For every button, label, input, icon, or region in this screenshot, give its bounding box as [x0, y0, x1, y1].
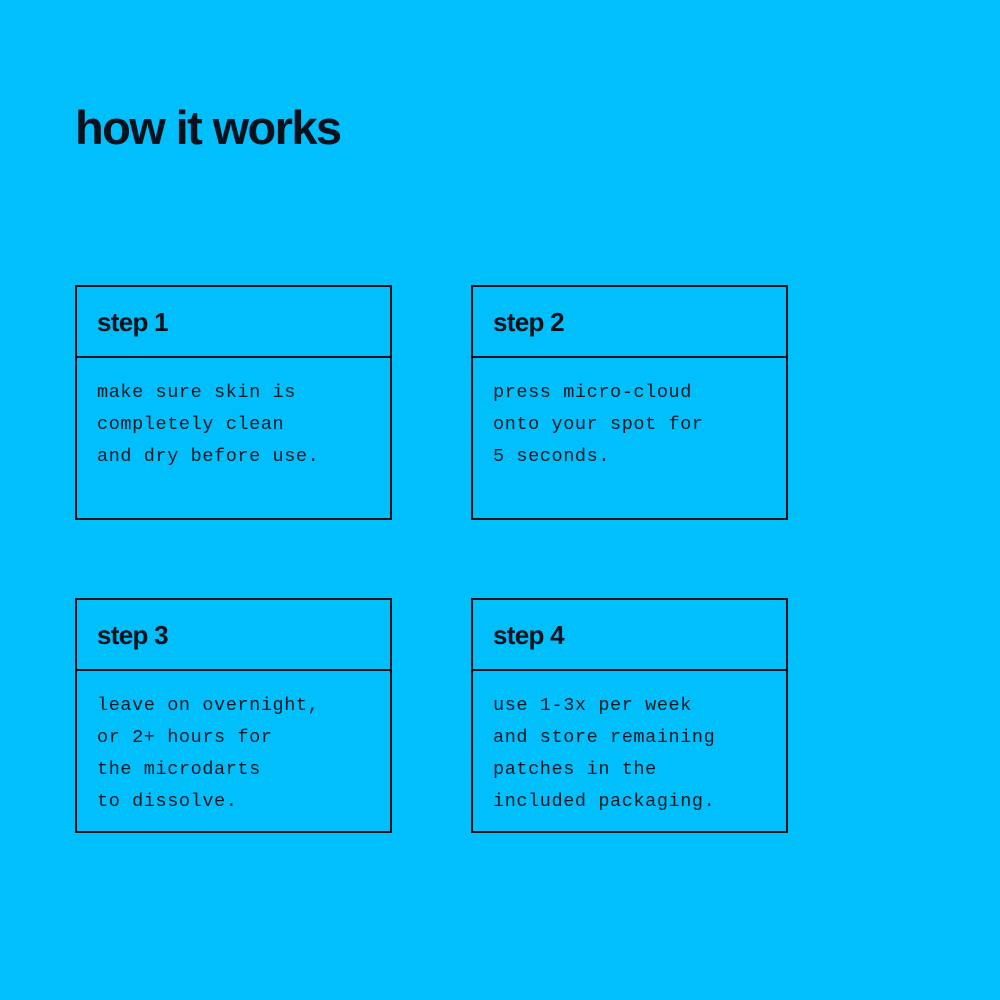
step-card-1-header: step 1: [77, 287, 390, 358]
step-card-3-label: step 3: [97, 619, 169, 650]
step-card-4-header: step 4: [473, 600, 786, 671]
step-card-4: step 4 use 1-3x per week and store remai…: [471, 598, 788, 833]
page-title: how it works: [75, 101, 342, 154]
step-card-4-text: use 1-3x per week and store remaining pa…: [493, 695, 716, 812]
step-card-2-label: step 2: [493, 306, 565, 337]
step-card-1: step 1 make sure skin is completely clea…: [75, 285, 392, 520]
steps-grid: step 1 make sure skin is completely clea…: [75, 285, 788, 833]
step-card-4-label: step 4: [493, 619, 565, 650]
step-card-2: step 2 press micro-cloud onto your spot …: [471, 285, 788, 520]
step-card-1-label: step 1: [97, 306, 169, 337]
step-card-3-text: leave on overnight, or 2+ hours for the …: [97, 695, 320, 812]
step-card-3-body: leave on overnight, or 2+ hours for the …: [77, 671, 390, 831]
step-card-2-body: press micro-cloud onto your spot for 5 s…: [473, 358, 786, 518]
step-card-3-header: step 3: [77, 600, 390, 671]
step-card-1-text: make sure skin is completely clean and d…: [97, 382, 320, 467]
step-card-1-body: make sure skin is completely clean and d…: [77, 358, 390, 518]
step-card-2-text: press micro-cloud onto your spot for 5 s…: [493, 382, 704, 467]
step-card-2-header: step 2: [473, 287, 786, 358]
step-card-3: step 3 leave on overnight, or 2+ hours f…: [75, 598, 392, 833]
step-card-4-body: use 1-3x per week and store remaining pa…: [473, 671, 786, 831]
